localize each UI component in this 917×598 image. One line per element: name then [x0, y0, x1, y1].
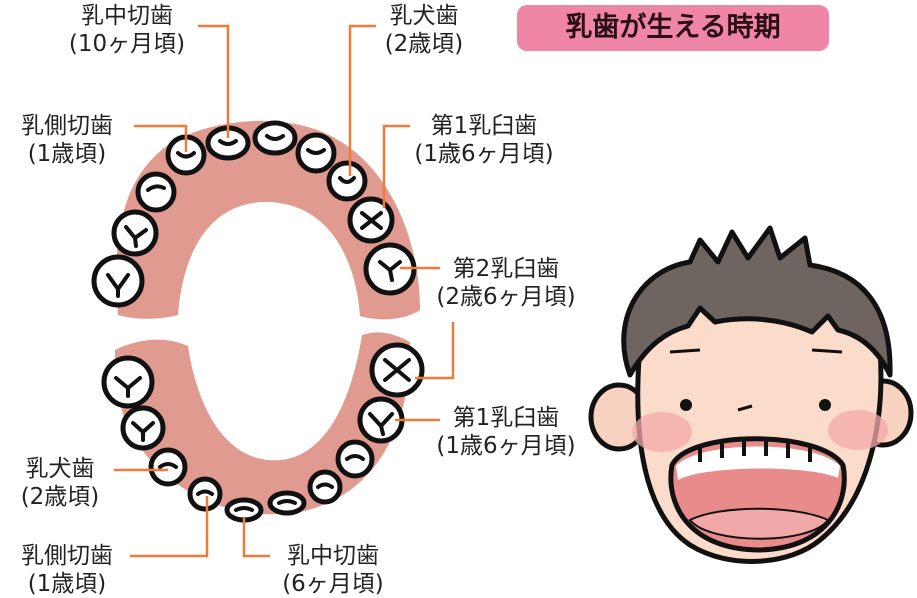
label-lower-canine: 乳犬歯 (2歳頃) [10, 455, 110, 511]
label-name: 乳中切歯 [81, 3, 173, 29]
left-eyebrow [669, 348, 701, 354]
label-name: 乳犬歯 [389, 3, 459, 29]
lower-right-canine [148, 447, 188, 487]
left-cheek-blush [632, 412, 692, 452]
right-eye [819, 399, 831, 411]
label-name: 第1乳臼歯 [452, 405, 560, 431]
upper-right-second-molar [91, 254, 145, 308]
label-age: (1歳頃) [27, 141, 107, 167]
label-lower-lateral: 乳側切歯 (1歳頃) [4, 542, 130, 598]
lower-right-first-molar [120, 405, 166, 451]
label-age: (2歳6ヶ月頃) [436, 284, 576, 310]
left-eye [680, 399, 692, 411]
label-age: (6ヶ月頃) [282, 571, 384, 597]
label-upper-canine: 乳犬歯 (2歳頃) [374, 2, 474, 58]
leader-upper-first-molar [382, 124, 410, 208]
upper-right-first-molar [111, 209, 159, 257]
upper-mouth-teeth-gaps [698, 441, 812, 462]
lower-teeth [101, 342, 425, 523]
leader-lower-central [242, 518, 270, 558]
label-age: (2歳頃) [20, 484, 100, 510]
label-lower-central: 乳中切歯 (6ヶ月頃) [268, 542, 398, 598]
mouth-inner [676, 446, 840, 480]
right-cheek-blush [828, 410, 888, 450]
upper-right-canine [135, 171, 177, 213]
label-age: (2歳頃) [384, 31, 464, 57]
label-name: 乳側切歯 [21, 543, 113, 569]
lower-tooth-marks [114, 358, 411, 512]
page-title: 乳歯が生える時期 [517, 5, 829, 51]
lower-right-lateral-incisor [187, 476, 223, 512]
label-lower-first-molar: 第1乳臼歯 (1歳6ヶ月頃) [424, 404, 588, 460]
leader-lines [114, 24, 455, 558]
leader-upper-central [198, 24, 230, 138]
label-age: (1歳6ヶ月頃) [414, 141, 554, 167]
nose [737, 404, 753, 412]
right-eyebrow [811, 348, 843, 354]
leader-upper-lateral [134, 124, 188, 152]
label-upper-central: 乳中切歯 (10ヶ月頃) [62, 2, 192, 58]
lower-gum [115, 332, 411, 515]
child-face [588, 225, 914, 564]
upper-tooth-marks [106, 134, 402, 298]
lower-left-canine [335, 439, 375, 479]
label-name: 第2乳臼歯 [452, 256, 560, 282]
lower-left-lateral-incisor [307, 469, 343, 505]
hair [621, 225, 893, 378]
label-name: 乳中切歯 [287, 543, 379, 569]
label-name: 第1乳臼歯 [430, 113, 538, 139]
tongue [688, 507, 830, 540]
label-upper-lateral: 乳側切歯 (1歳頃) [4, 112, 130, 168]
leader-lower-second-molar [415, 322, 455, 380]
label-second-molar: 第2乳臼歯 (2歳6ヶ月頃) [424, 255, 588, 311]
lower-right-second-molar [101, 355, 155, 409]
label-upper-first-molar: 第1乳臼歯 (1歳6ヶ月頃) [404, 112, 564, 168]
leader-lower-lateral [130, 496, 209, 558]
label-age: (1歳頃) [27, 571, 107, 597]
label-name: 乳側切歯 [21, 113, 113, 139]
label-age: (10ヶ月頃) [68, 31, 186, 57]
leader-upper-canine [348, 24, 376, 176]
label-age: (1歳6ヶ月頃) [436, 433, 576, 459]
label-name: 乳犬歯 [25, 456, 95, 482]
